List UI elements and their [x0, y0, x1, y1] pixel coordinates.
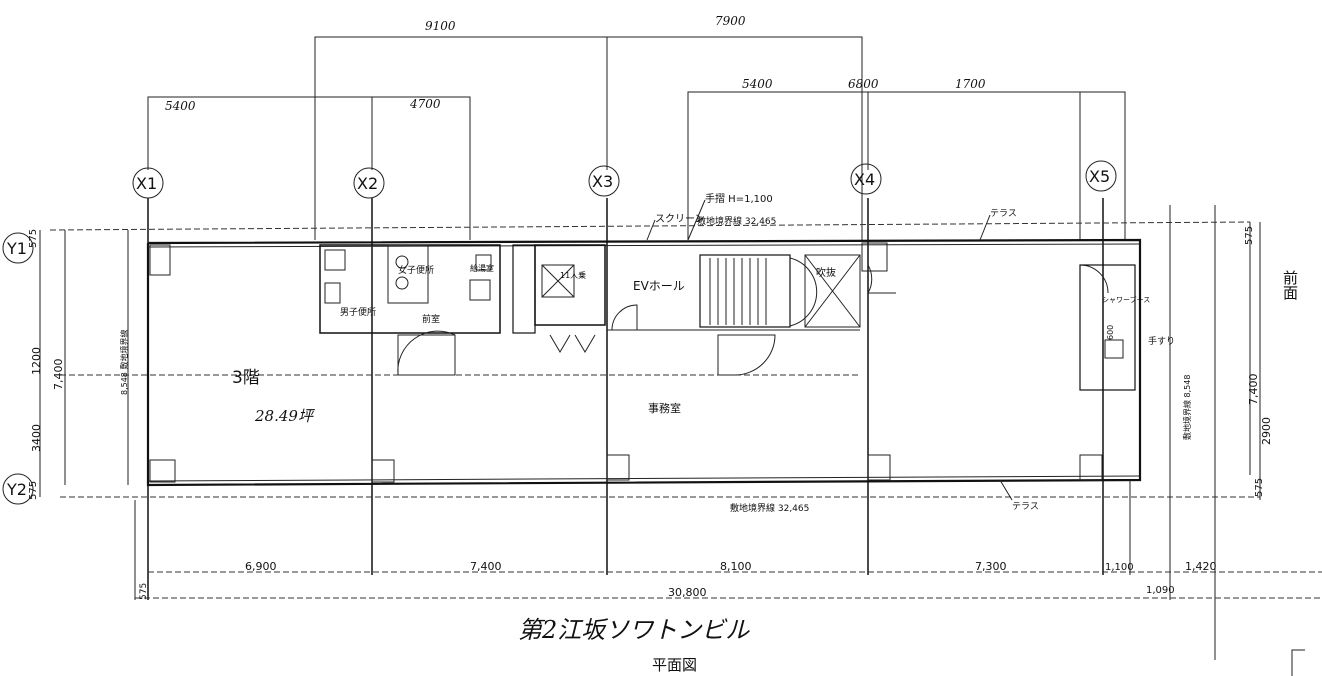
corner-mark — [1291, 649, 1305, 676]
dim-4700: 4700 — [409, 97, 441, 111]
drawing-title: 第2江坂ソワトンビル — [518, 616, 750, 644]
bottom-dim-1090: 1,090 — [1146, 585, 1175, 596]
front-label: 前面 — [1281, 270, 1299, 300]
grid-label-x3: X3 — [592, 172, 613, 191]
elevator-shaft — [534, 244, 606, 326]
right-dim-7400: 7,400 — [1247, 374, 1260, 406]
grid-label-x1: X1 — [136, 174, 157, 193]
dim-5400-left: 5400 — [165, 99, 196, 113]
terrace-top-label: テラス — [990, 208, 1017, 219]
grid-label-x5: X5 — [1089, 167, 1110, 186]
grid-label-y1: Y1 — [6, 239, 27, 258]
toilet-fixtures — [387, 244, 429, 304]
bottom-dim-7400: 7,400 — [470, 560, 502, 573]
room-anteroom: 前室 — [422, 313, 440, 325]
grid-label-x4: X4 — [854, 170, 875, 189]
grid-label-x2: X2 — [357, 174, 378, 193]
dim-7900: 7900 — [715, 14, 746, 28]
grid-bubble-y1 — [2, 232, 34, 264]
right-boundary-dim: 敷地境界線 8,548 — [1182, 375, 1192, 440]
left-dim-575-top: 575 — [28, 229, 39, 248]
right-dim-575-bottom: 575 — [1254, 478, 1265, 497]
grid-bubble-x3 — [588, 165, 620, 197]
right-dim-600: 600 — [1106, 325, 1115, 340]
right-dim-2900: 2900 — [1260, 417, 1273, 445]
screen-note: スクリーン — [655, 213, 705, 225]
room-mens-wc: 男子便所 — [340, 306, 376, 318]
stair — [699, 254, 791, 328]
bottom-dim-6900: 6,900 — [245, 560, 277, 573]
grid-bubble-y2 — [2, 473, 34, 505]
left-dim-1200: 1200 — [30, 347, 43, 375]
bottom-dim-total: 30,800 — [668, 586, 707, 599]
left-dim-7400: 7,400 — [52, 359, 65, 391]
floor-label: 3階 — [232, 368, 260, 388]
bottom-dim-7300: 7,300 — [975, 560, 1007, 573]
handrail-note: 手摺 H=1,100 — [705, 192, 773, 205]
right-small-room — [1079, 264, 1136, 391]
drawing-subtitle: 平面図 — [652, 656, 697, 674]
floor-area: 28.49坪 — [254, 407, 315, 425]
boundary-top-label: 敷地境界線 32,465 — [697, 215, 776, 227]
bottom-dimension-lines — [134, 480, 1322, 600]
room-ev-hall: EVホール — [633, 279, 685, 293]
terrace-bottom-label: テラス — [1012, 501, 1039, 512]
building-walls — [60, 238, 1142, 487]
handrail-right-label: 手すり — [1148, 335, 1175, 347]
shower-booth-label: シャワーブース — [1102, 295, 1150, 304]
room-office: 事務室 — [648, 401, 681, 415]
left-dim-575-bottom: 575 — [28, 481, 39, 500]
core — [319, 244, 1136, 391]
grid-label-y2: Y2 — [6, 480, 27, 499]
top-dimension-lines — [147, 36, 1126, 240]
left-dim-3400: 3400 — [30, 424, 43, 452]
grid-bubble-x2 — [353, 167, 385, 199]
dim-1700: 1700 — [955, 77, 986, 91]
room-void: 吹抜 — [816, 266, 836, 279]
site-boundary — [39, 205, 1261, 660]
bottom-dim-1100: 1,100 — [1105, 562, 1134, 573]
grid-bubble-x4 — [850, 163, 882, 195]
grid-bubble-x5 — [1085, 160, 1117, 192]
room-kitchenette: 給湯室 — [470, 263, 494, 273]
right-dim-575-top: 575 — [1244, 226, 1255, 245]
elevator-capacity: 11人乗 — [560, 270, 586, 280]
bottom-dim-1420: 1,420 — [1185, 560, 1217, 573]
left-boundary-dim: 8,548 敷地境界線 — [119, 330, 129, 395]
dim-6800: 6800 — [848, 77, 879, 91]
bottom-dim-575: 575 — [139, 583, 149, 600]
room-womens-wc: 女子便所 — [398, 264, 434, 276]
dim-5400-right: 5400 — [742, 77, 773, 91]
grid-bubble-x1 — [132, 167, 164, 199]
dim-9100: 9100 — [425, 19, 456, 33]
bottom-dim-8100: 8,100 — [720, 560, 752, 573]
boundary-bottom-label: 敷地境界線 32,465 — [730, 502, 809, 514]
